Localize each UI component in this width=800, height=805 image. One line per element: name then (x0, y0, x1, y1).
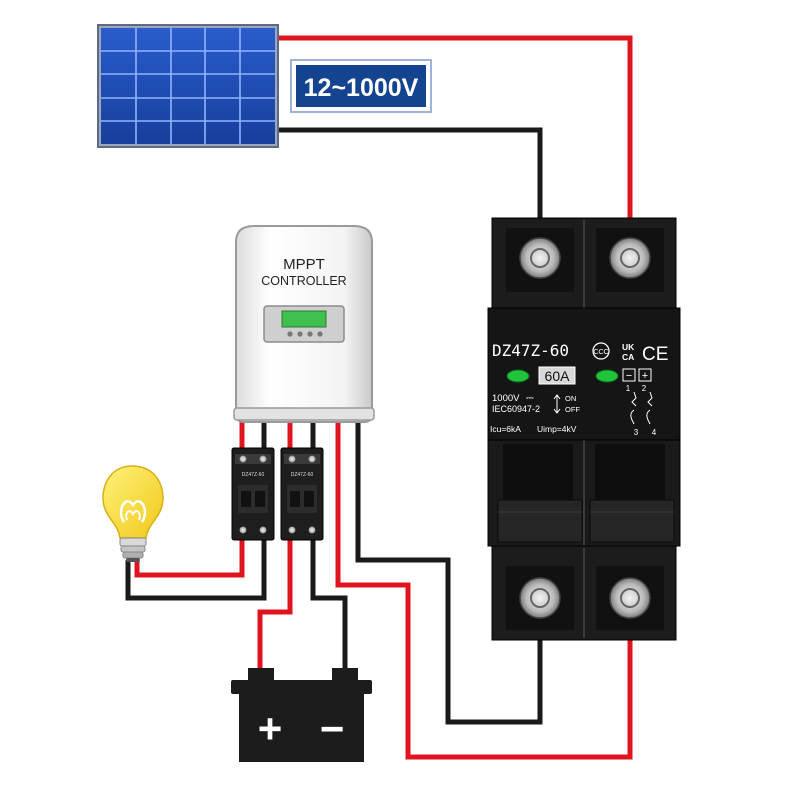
wire-breaker-to-controller-positive (335, 418, 633, 760)
controller-lcd (281, 310, 327, 328)
breaker-left-toggle[interactable] (497, 499, 583, 543)
breaker-top-right-screw (609, 237, 651, 279)
controller-button-1[interactable] (287, 331, 293, 337)
breaker-term-1: 1 (626, 384, 631, 393)
breaker-voltage: 1000V (492, 393, 520, 404)
battery-plus-label: + (258, 705, 283, 752)
small-breaker-load: DZ47Z-60 (231, 447, 275, 541)
solar-panel-grid (101, 28, 275, 144)
breaker-left-handle-slot (503, 444, 573, 500)
breaker-icu: Icu=6kA (490, 424, 521, 434)
svg-text:CCC: CCC (593, 349, 608, 356)
small-breaker-battery: DZ47Z-60 (280, 447, 324, 541)
wire-load-negative (125, 538, 267, 601)
ukca-mark-bottom: CA (622, 352, 634, 362)
wire-breaker-to-controller-negative (355, 418, 543, 725)
breaker-term-2: 2 (642, 384, 647, 393)
breaker-left-indicator (506, 369, 530, 383)
breaker-term-4: 4 (652, 428, 657, 437)
breaker-right-handle-slot (595, 444, 665, 500)
small-breaker-load-label: DZ47Z-60 (242, 472, 265, 478)
battery: + − (231, 668, 372, 762)
breaker-uimp: Uimp=4kV (537, 424, 577, 434)
controller-button-2[interactable] (297, 331, 303, 337)
breaker-bottom-left-screw (519, 577, 561, 619)
wire-battery-negative (310, 538, 348, 678)
voltage-label: 12~1000V (304, 74, 419, 102)
light-bulb (102, 465, 164, 562)
breaker-terminal-minus: − (626, 370, 632, 382)
breaker-terminal-plus: + (642, 370, 648, 382)
breaker-standard: IEC60947-2 (492, 404, 540, 414)
controller-title: MPPT (283, 256, 325, 273)
voltage-badge: 12~1000V (290, 59, 432, 113)
breaker-term-3: 3 (634, 428, 639, 437)
controller-button-3[interactable] (307, 331, 313, 337)
wire-load-positive (134, 538, 245, 578)
controller-button-4[interactable] (317, 331, 323, 337)
battery-terminal-negative (332, 668, 358, 682)
battery-minus-label: − (320, 705, 345, 752)
small-breaker-battery-label: DZ47Z-60 (291, 472, 314, 478)
breaker-bottom-right-screw (609, 577, 651, 619)
breaker-off-label: OFF (565, 405, 580, 414)
dc-breaker: DZ47Z-60 CCC UK CA CE 60A − + 1 2 3 4 10… (487, 217, 681, 641)
battery-terminal-positive (248, 668, 274, 682)
controller-subtitle: CONTROLLER (261, 274, 346, 288)
ce-mark: CE (642, 344, 668, 365)
ukca-mark-top: UK (622, 342, 635, 352)
breaker-rating: 60A (545, 368, 571, 384)
wire-panel-positive (278, 35, 633, 218)
wires (125, 35, 633, 760)
breaker-on-label: ON (565, 394, 576, 403)
wire-panel-negative (278, 127, 543, 218)
wire-battery-positive (257, 538, 293, 678)
solar-panel (97, 24, 279, 148)
breaker-dc-symbol: ⎓ (526, 393, 534, 404)
breaker-model: DZ47Z-60 (492, 341, 569, 360)
breaker-top-left-screw (519, 237, 561, 279)
mppt-controller: MPPT CONTROLLER (233, 225, 375, 423)
breaker-right-indicator (595, 369, 619, 383)
breaker-right-toggle[interactable] (589, 499, 675, 543)
ccc-mark-icon (592, 342, 610, 360)
